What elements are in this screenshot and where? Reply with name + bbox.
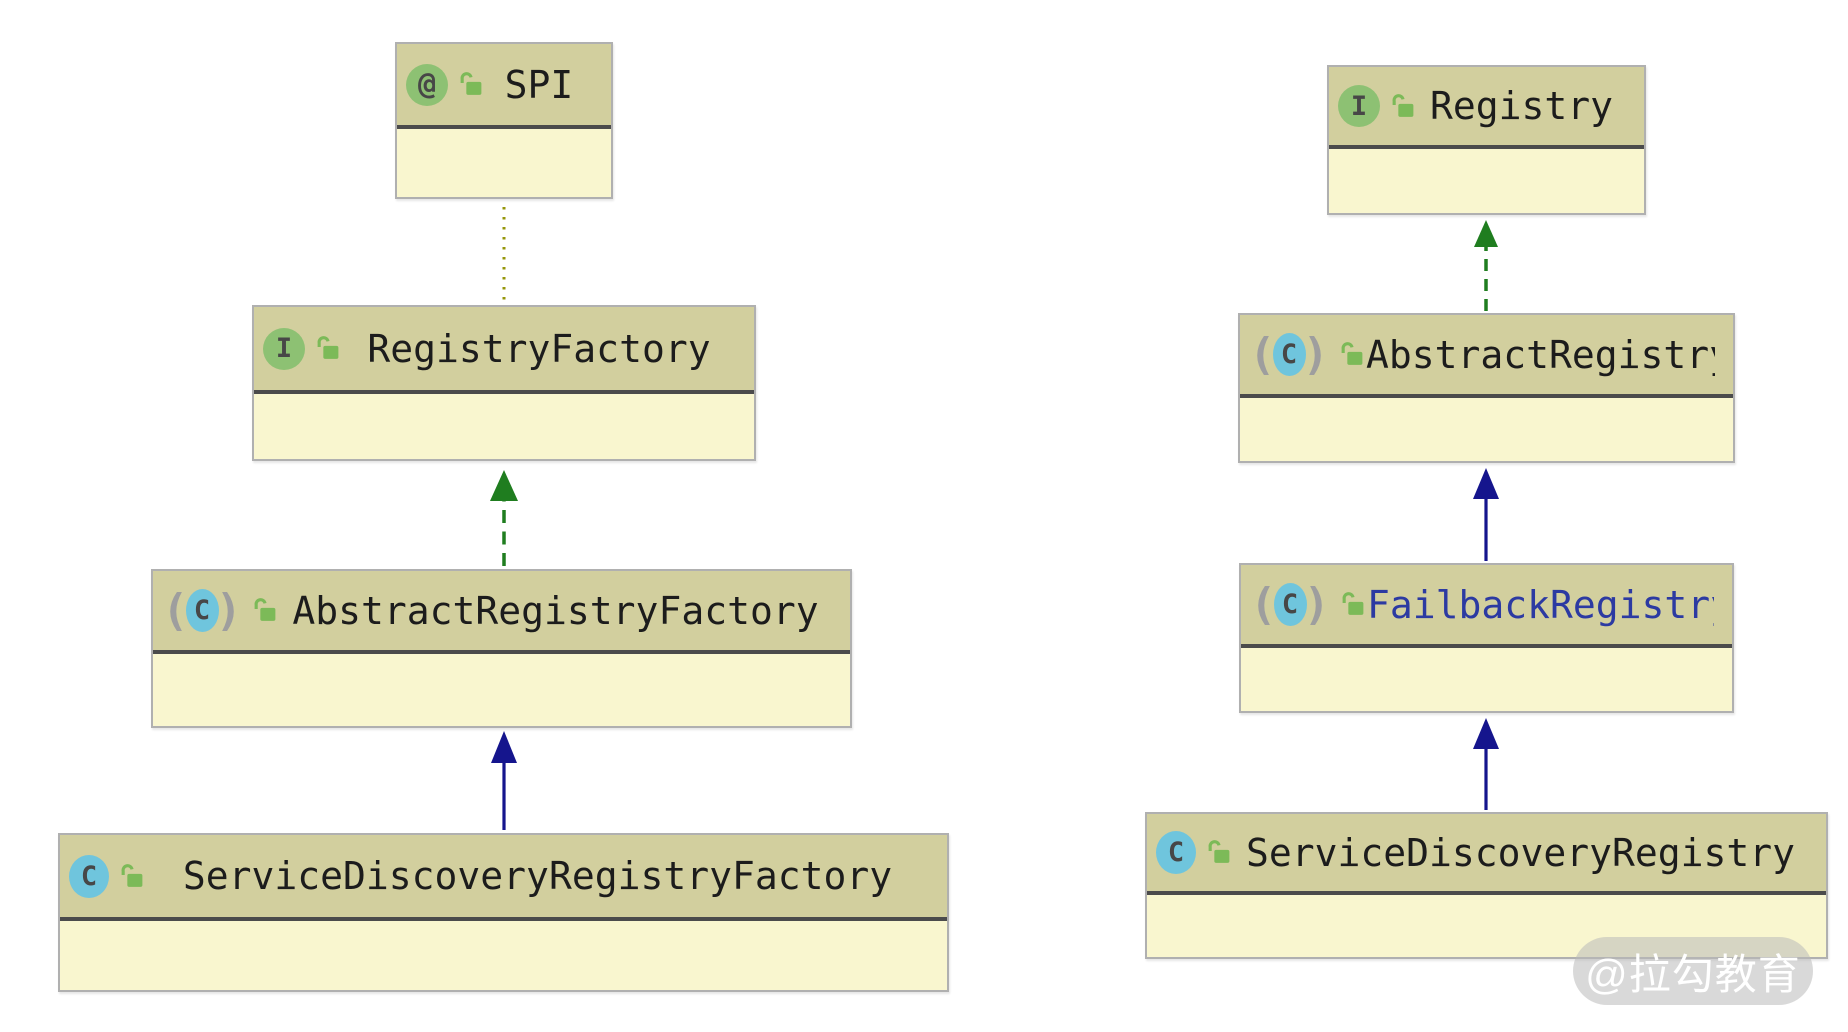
class-icon-bubble: C — [185, 589, 219, 632]
icon-cluster: ( C ) — [162, 584, 279, 636]
class-icon: C — [69, 854, 109, 898]
icon-cluster: C — [69, 854, 146, 898]
node-compartment-registryfactory — [254, 394, 754, 459]
icon-cluster: ( C ) — [1250, 578, 1367, 630]
node-header-spi: @ SPI — [397, 44, 611, 129]
interface-icon: I — [263, 327, 305, 370]
node-header-abstractregistryfactory: ( C ) AbstractRegistryFactory — [153, 571, 850, 654]
node-header-registryfactory: I RegistryFactory — [254, 307, 754, 394]
node-header-servicediscoveryregistry: C ServiceDiscoveryRegistry — [1147, 814, 1826, 895]
public-lock-icon — [1205, 839, 1233, 866]
interface-icon: I — [1338, 85, 1380, 127]
abstract-class-icon: ( C ) — [162, 584, 243, 636]
class-icon-bubble: C — [1272, 333, 1306, 376]
class-name-abstractregistry: AbstractRegistry — [1366, 332, 1715, 377]
class-node-abstractregistryfactory[interactable]: ( C ) AbstractRegistryFactory — [151, 569, 852, 728]
public-lock-icon — [1339, 591, 1367, 618]
abstract-paren-open: ( — [162, 584, 189, 636]
interface-icon-glyph: I — [1350, 90, 1368, 122]
extends-edge-servicediscoveryregistry-failbackregistry[interactable] — [1473, 718, 1499, 810]
node-header-failbackregistry: ( C ) FailbackRegistry — [1241, 565, 1732, 648]
node-compartment-abstractregistryfactory — [153, 654, 850, 726]
icon-cluster: ( C ) — [1249, 328, 1366, 380]
class-name-spi: SPI — [504, 62, 574, 107]
class-icon-glyph: C — [1167, 837, 1185, 868]
class-icon-bubble: C — [1273, 583, 1307, 626]
class-icon-glyph: C — [193, 595, 211, 626]
abstract-paren-open: ( — [1250, 578, 1277, 630]
abstract-paren-close: ) — [1302, 328, 1330, 380]
extends-edge-failbackregistry-abstractregistry[interactable] — [1473, 468, 1499, 561]
icon-cluster: @ — [406, 63, 485, 106]
abstract-class-icon: ( C ) — [1249, 328, 1330, 380]
class-name-servicediscoveryregistryfactory: ServiceDiscoveryRegistryFactory — [182, 854, 893, 898]
class-node-registryfactory[interactable]: I RegistryFactory — [252, 305, 756, 461]
interface-icon-glyph: I — [275, 333, 293, 364]
class-icon-glyph: C — [1281, 589, 1299, 620]
node-compartment-servicediscoveryregistryfactory — [60, 921, 947, 990]
annotation-icon: @ — [406, 63, 448, 106]
class-name-registryfactory: RegistryFactory — [367, 326, 711, 371]
node-header-servicediscoveryregistryfactory: C ServiceDiscoveryRegistryFactory — [60, 835, 947, 921]
abstract-paren-close: ) — [215, 584, 243, 636]
class-icon: C — [1156, 831, 1196, 874]
icon-cluster: I — [263, 327, 342, 370]
node-compartment-registry — [1329, 149, 1644, 213]
public-lock-icon — [457, 71, 485, 98]
class-name-servicediscoveryregistry: ServiceDiscoveryRegistry — [1245, 830, 1796, 875]
public-lock-icon — [1389, 93, 1417, 120]
class-icon-glyph: C — [1280, 339, 1298, 370]
implements-edge-abstractregistryfactory-registryfactory[interactable] — [490, 470, 518, 566]
implements-edge-abstractregistry-registry[interactable] — [1474, 220, 1498, 311]
class-node-servicediscoveryregistryfactory[interactable]: C ServiceDiscoveryRegistryFactory — [58, 833, 949, 992]
node-compartment-failbackregistry — [1241, 648, 1732, 711]
node-compartment-spi — [397, 129, 611, 197]
abstract-class-icon: ( C ) — [1250, 578, 1331, 630]
class-node-failbackregistry[interactable]: ( C ) FailbackRegistry — [1239, 563, 1734, 713]
node-header-registry: I Registry — [1329, 67, 1644, 149]
class-name-failbackregistry: FailbackRegistry — [1367, 582, 1714, 627]
class-icon-glyph: C — [80, 860, 98, 892]
public-lock-icon — [118, 863, 146, 890]
class-node-abstractregistry[interactable]: ( C ) AbstractRegistry — [1238, 313, 1735, 463]
public-lock-icon — [1338, 341, 1366, 368]
public-lock-icon — [314, 335, 342, 362]
icon-cluster: C — [1156, 831, 1233, 874]
abstract-paren-close: ) — [1303, 578, 1331, 630]
class-node-spi[interactable]: @ SPI — [395, 42, 613, 199]
watermark-badge: @拉勾教育 — [1573, 937, 1813, 1005]
abstract-paren-open: ( — [1249, 328, 1276, 380]
node-header-abstractregistry: ( C ) AbstractRegistry — [1240, 315, 1733, 398]
icon-cluster: I — [1338, 85, 1417, 127]
annotation-icon-glyph: @ — [417, 66, 437, 102]
public-lock-icon — [251, 597, 279, 624]
extends-edge-servicediscoveryregistryfactory-abstractregistryfactory[interactable] — [491, 731, 517, 830]
node-compartment-abstractregistry — [1240, 398, 1733, 461]
class-name-registry: Registry — [1429, 84, 1614, 128]
class-name-abstractregistryfactory: AbstractRegistryFactory — [292, 588, 819, 633]
class-node-registry[interactable]: I Registry — [1327, 65, 1646, 215]
